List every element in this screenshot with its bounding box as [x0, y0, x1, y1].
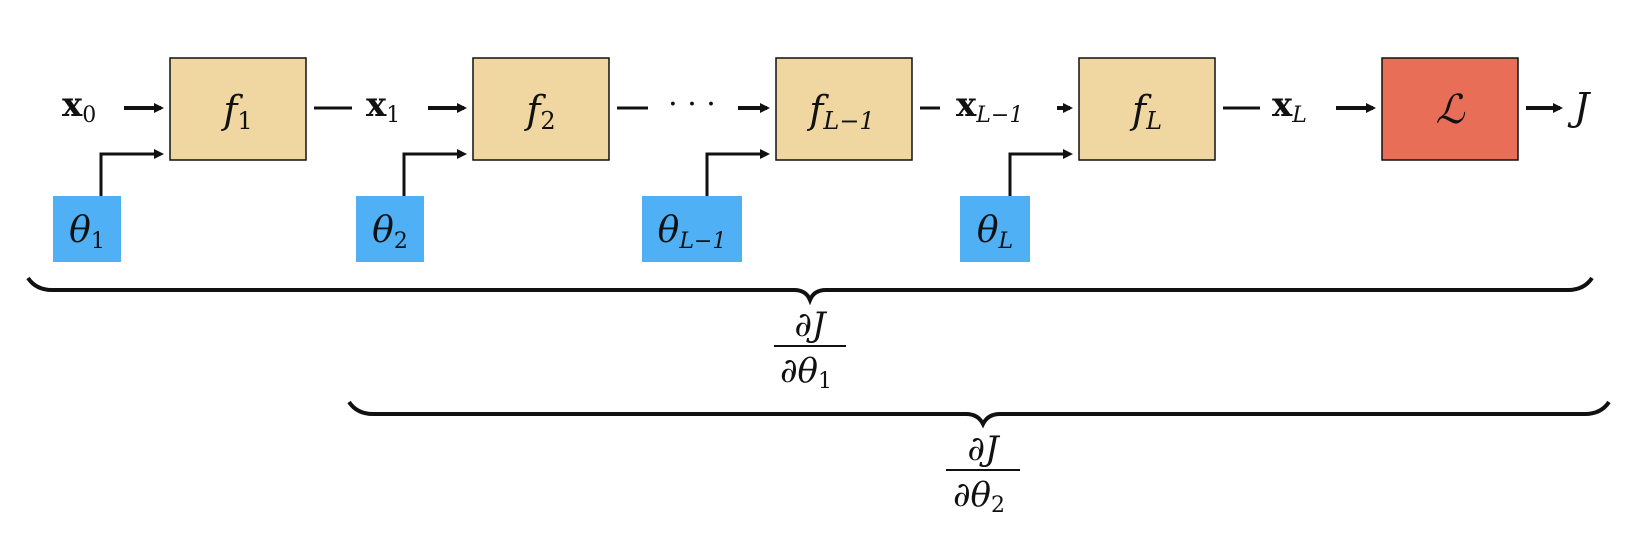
state-label-xL-1: xL−1 [956, 85, 1023, 128]
param-box-thetaL-1 [642, 196, 742, 262]
gradient-1-numerator: ∂J [794, 305, 828, 345]
gradient-2-denominator: ∂θ2 [953, 475, 1005, 518]
gradient-1-denominator: ∂θ1 [780, 351, 832, 394]
param-box-thetaL [960, 196, 1030, 262]
param-arrow-theta1 [99, 149, 164, 196]
function-box-f2 [472, 57, 610, 161]
state-label-xL: xL [1272, 85, 1307, 128]
gradient-dJ-dtheta1: ∂J ∂θ1 [774, 305, 846, 394]
gradient-2-numerator: ∂J [967, 429, 1001, 469]
function-box-f1 [169, 57, 307, 161]
param-label-theta1: θ1 [69, 210, 105, 254]
state-label-x0: x0 [62, 85, 96, 128]
param-label-thetaL: θL [977, 210, 1013, 254]
function-box-fL-1 [775, 57, 913, 161]
brace-dJ-dtheta2 [347, 400, 1611, 429]
output-label-J: J [1567, 85, 1591, 129]
param-label-theta2: θ2 [372, 210, 408, 254]
ellipsis: · · · [668, 87, 716, 122]
loss-symbol: ℒ [1436, 87, 1466, 133]
brace-dJ-dtheta1 [26, 276, 1594, 306]
loss-box [1381, 57, 1519, 161]
param-arrow-thetaL-1 [705, 149, 770, 196]
param-arrow-thetaL [1008, 149, 1073, 196]
param-box-theta1 [53, 196, 121, 262]
state-label-x1: x1 [366, 85, 400, 128]
function-box-fL [1078, 57, 1216, 161]
function-label-fL-1: fL−1 [806, 88, 874, 135]
param-box-theta2 [356, 196, 424, 262]
gradient-dJ-dtheta2: ∂J ∂θ2 [946, 429, 1020, 518]
param-arrow-theta2 [402, 149, 467, 196]
param-label-thetaL-1: θL−1 [658, 210, 727, 254]
